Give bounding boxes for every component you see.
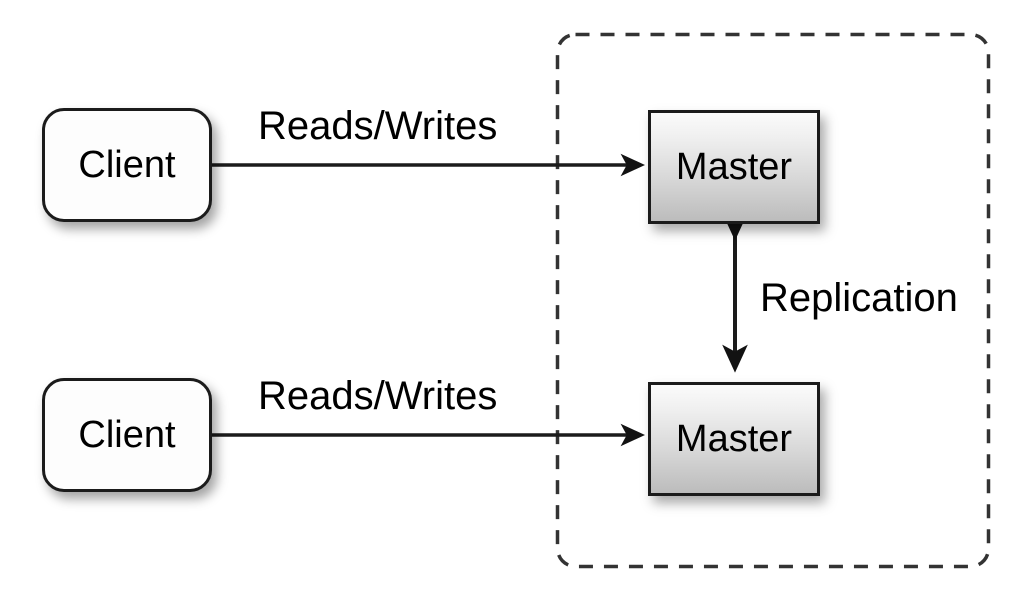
node-client-bottom-label: Client: [78, 414, 176, 456]
node-client-bottom[interactable]: Client: [42, 378, 212, 492]
node-master-top[interactable]: Master: [648, 110, 820, 224]
node-client-top-label: Client: [78, 144, 176, 186]
node-client-top[interactable]: Client: [42, 108, 212, 222]
node-master-top-label: Master: [675, 146, 793, 188]
node-master-bottom-label: Master: [675, 418, 793, 460]
node-master-bottom[interactable]: Master: [648, 382, 820, 496]
